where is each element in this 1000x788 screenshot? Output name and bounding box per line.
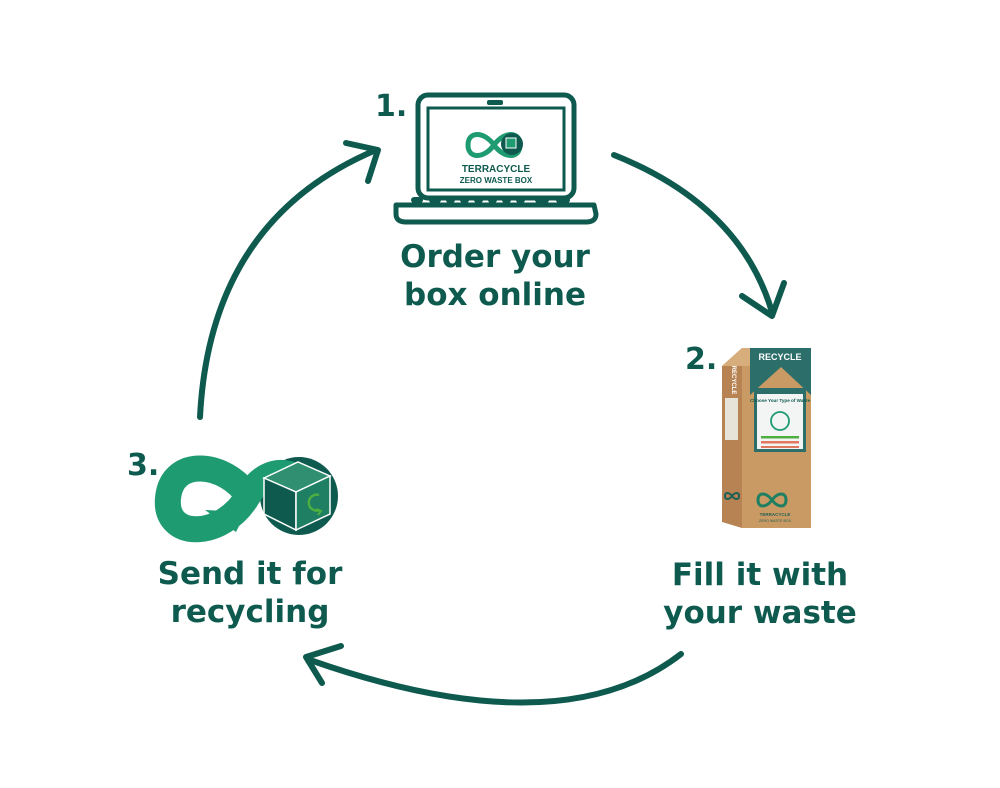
arrow-icon — [197, 147, 379, 420]
terracycle-logo-icon — [115, 455, 338, 543]
recycle-box-image: RECYCLE RECYCLE Choose Your Type of Wast… — [722, 348, 811, 528]
step-1-caption-line-2: box online — [404, 277, 586, 313]
box-side-label: RECYCLE — [730, 366, 736, 395]
arrowhead-icon — [739, 280, 787, 319]
arrowhead-icon — [343, 140, 381, 184]
keyboard-keys — [411, 197, 570, 203]
step-3-caption-line-1: Send it for — [157, 556, 343, 592]
arrow-step3-to-step1 — [197, 140, 381, 420]
step-3-caption-line-2: recycling — [170, 594, 330, 630]
step-2-caption-line-2: your waste — [663, 595, 857, 631]
box-top-label: RECYCLE — [758, 352, 801, 362]
cycle-arrows — [197, 140, 787, 706]
arrow-icon — [611, 152, 775, 315]
laptop-icon: TERRACYCLE ZERO WASTE BOX — [393, 92, 599, 225]
arrow-step2-to-step3 — [303, 643, 684, 706]
screen-logo-line-1: TERRACYCLE — [462, 164, 531, 175]
box-brand-line-2: ZERO WASTE BOX — [759, 519, 792, 523]
step-3-caption: Send it for recycling — [140, 555, 360, 631]
step-1-number: 1. — [375, 89, 408, 124]
box-brand-line-1: TERRACYCLE — [760, 512, 791, 517]
box-side-logo — [723, 492, 741, 500]
arrowhead-icon — [303, 643, 344, 686]
step-1-caption: Order your box online — [380, 238, 610, 314]
screen-logo-line-2: ZERO WASTE BOX — [460, 176, 533, 185]
arrow-icon — [307, 651, 684, 706]
step-2-number: 2. — [685, 342, 718, 377]
arrow-step1-to-step2 — [611, 152, 787, 319]
box-brand-logo: TERRACYCLE ZERO WASTE BOX — [756, 492, 792, 523]
step-2-caption: Fill it with your waste — [650, 556, 870, 632]
step-2-caption-line-1: Fill it with — [671, 557, 849, 593]
step-1-caption-line-1: Order your — [400, 239, 590, 275]
screen-logo: TERRACYCLE ZERO WASTE BOX — [460, 132, 533, 185]
box-panel-title: Choose Your Type of Waste — [750, 398, 811, 403]
step-3-number: 3. — [127, 448, 160, 483]
